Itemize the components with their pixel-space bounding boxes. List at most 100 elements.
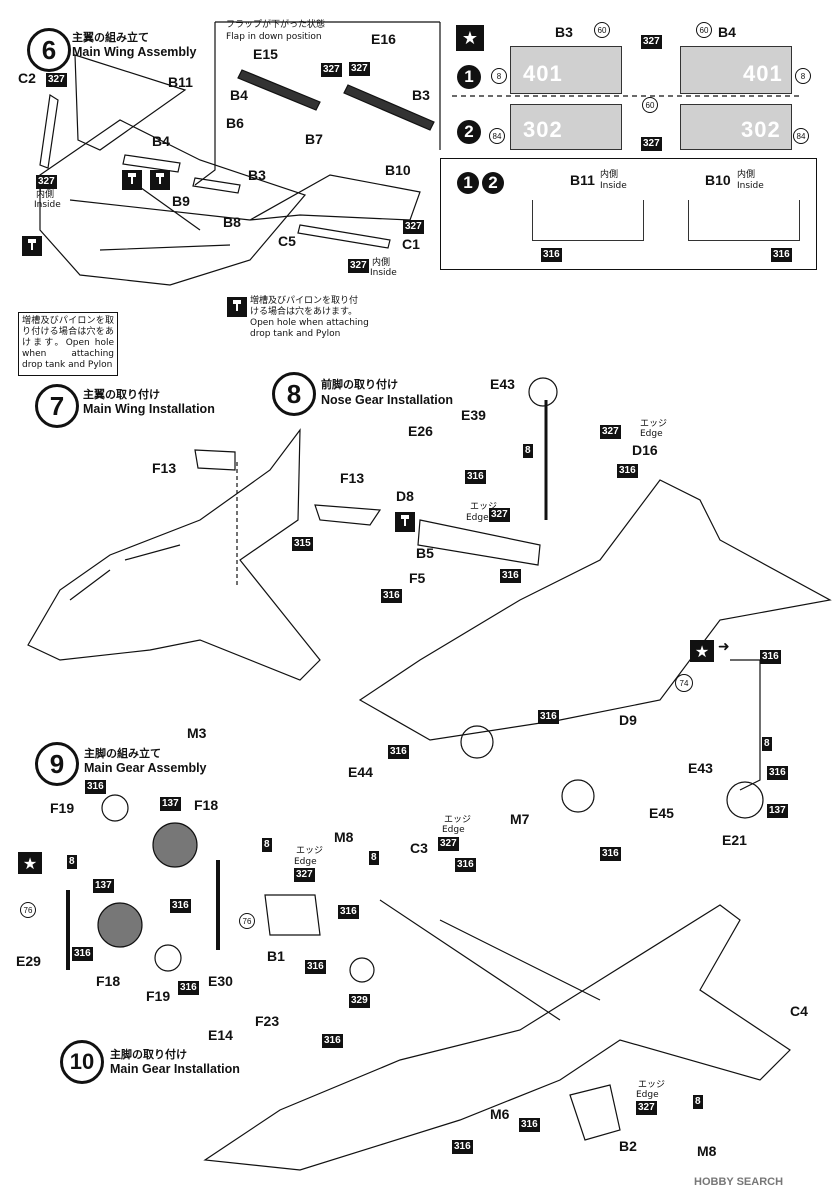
- nose-gear-detail: [730, 659, 761, 791]
- label-e15: E15: [253, 46, 278, 62]
- part-b1: [264, 894, 321, 936]
- label-e43-detail: E43: [688, 760, 713, 776]
- label-e29: E29: [16, 953, 41, 969]
- part-b5: [417, 519, 541, 566]
- step-8-title-en: Nose Gear Installation: [321, 393, 453, 407]
- panel-number-302-right: 302: [741, 117, 781, 142]
- nose-wheel-e43: [528, 377, 558, 407]
- paint-316-m6: 316: [519, 1118, 540, 1132]
- inside-detail-box: [440, 158, 817, 270]
- part-f18-top: [152, 822, 198, 868]
- paint-316-strut: 316: [760, 650, 781, 664]
- step-8-number: 8: [272, 372, 316, 416]
- label-c2: C2: [18, 70, 36, 86]
- paint-327-b1: 327: [294, 868, 315, 882]
- paint-316-f5: 316: [381, 589, 402, 603]
- arrow-icon-step8: ➜: [718, 639, 730, 655]
- paint-84-b: 84: [793, 128, 809, 144]
- main-wheel-installed: [349, 957, 375, 983]
- paint-327-c1: 327: [348, 259, 369, 273]
- label-b10-inside: B10: [705, 172, 731, 188]
- paint-8-a: 8: [491, 68, 507, 84]
- label-f19-top: F19: [50, 800, 75, 816]
- label-b3-top: B3: [555, 24, 573, 40]
- wing-part-c1: [297, 224, 391, 249]
- part-f19-left: [154, 944, 182, 972]
- label-f13-left: F13: [152, 460, 177, 476]
- drill-icon-b4b: [150, 170, 170, 190]
- aircraft-step8-outline: [358, 479, 832, 741]
- step-10-title-en: Main Gear Installation: [110, 1062, 240, 1076]
- paint-76-e29: 76: [20, 902, 36, 918]
- label-c1: C1: [402, 236, 420, 252]
- paint-316-d16: 316: [617, 464, 638, 478]
- paint-8-e30: 8: [262, 838, 272, 852]
- label-m7: M7: [510, 811, 530, 827]
- b11-inside-jp: 内側: [600, 170, 619, 180]
- nose-wheel-detail: [726, 781, 764, 819]
- part-b2: [569, 1084, 621, 1141]
- label-e39: E39: [461, 407, 486, 423]
- step-9-title-jp: 主脚の組み立て: [84, 747, 161, 760]
- paint-327-inside: 327: [36, 175, 57, 189]
- paint-316-bay: 316: [452, 1140, 473, 1154]
- label-e21: E21: [722, 832, 747, 848]
- label-b3-flap: B3: [412, 87, 430, 103]
- label-b8: B8: [223, 214, 241, 230]
- label-m6: M6: [490, 1106, 510, 1122]
- paint-137-f18top: 137: [160, 797, 181, 811]
- aircraft-step7-canopy: [69, 544, 181, 601]
- b10-inside-en: Inside: [737, 181, 764, 191]
- wing-upper-part-b10: [249, 174, 421, 221]
- label-b3: B3: [248, 167, 266, 183]
- label-f19-left: F19: [146, 988, 171, 1004]
- paint-316-e26: 316: [465, 470, 486, 484]
- label-e44: E44: [348, 764, 373, 780]
- step-10-title-jp: 主脚の取り付け: [110, 1048, 187, 1061]
- step-7-number: 7: [35, 384, 79, 428]
- paint-316-e29: 316: [72, 947, 93, 961]
- label-b11: B11: [168, 74, 193, 90]
- label-c3: C3: [410, 840, 428, 856]
- flap-b3: [343, 84, 435, 131]
- paint-60-c: 60: [642, 97, 658, 113]
- paint-329: 329: [349, 994, 370, 1008]
- paint-316-wheel: 316: [767, 766, 788, 780]
- paint-137-nose: 137: [767, 804, 788, 818]
- panel-number-401-left: 401: [523, 61, 563, 86]
- inside-option-1-badge: 1: [457, 172, 479, 194]
- part-b3-plate: [192, 177, 241, 194]
- inside-option-2-badge: 2: [482, 172, 504, 194]
- drill-icon-center: [227, 297, 247, 317]
- label-b7: B7: [305, 131, 323, 147]
- drill-note-center-en: Open hole when attaching drop tank and P…: [250, 318, 369, 339]
- part-b4-plate: [122, 154, 181, 173]
- label-d16: D16: [632, 442, 658, 458]
- drill-icon-left: [22, 236, 42, 256]
- step-8-title-jp: 前脚の取り付け: [321, 378, 398, 391]
- panel-b4-option-2: 302: [680, 104, 792, 150]
- paint-316-f19left: 316: [178, 981, 199, 995]
- drill-note-center-jp: 増槽及びパイロンを取り付ける場合は穴をあけます。: [250, 296, 359, 317]
- label-e43-top: E43: [490, 376, 515, 392]
- paint-8-strut: 8: [762, 737, 772, 751]
- panel-b3-option-2: 302: [510, 104, 622, 150]
- drill-icon-step8: [395, 512, 415, 532]
- paint-327-c3: 327: [438, 837, 459, 851]
- part-f18-left: [97, 902, 143, 948]
- paint-8-m8: 8: [369, 851, 379, 865]
- aircraft-step7-outline: [27, 428, 321, 681]
- paint-327-b: 327: [641, 137, 662, 151]
- step-9-number: 9: [35, 742, 79, 786]
- label-b10: B10: [385, 162, 411, 178]
- option-1-badge: 1: [457, 65, 481, 89]
- label-b2: B2: [619, 1138, 637, 1154]
- d8-edge-jp: エッジ: [470, 502, 498, 512]
- gear-bay-lines: [379, 899, 601, 1021]
- drill-icon-b4: [122, 170, 142, 190]
- d8-edge-en: Edge: [466, 513, 489, 523]
- star-icon-step9: ★: [18, 852, 42, 874]
- label-c5: C5: [278, 233, 296, 249]
- paint-316-f19top: 316: [85, 780, 106, 794]
